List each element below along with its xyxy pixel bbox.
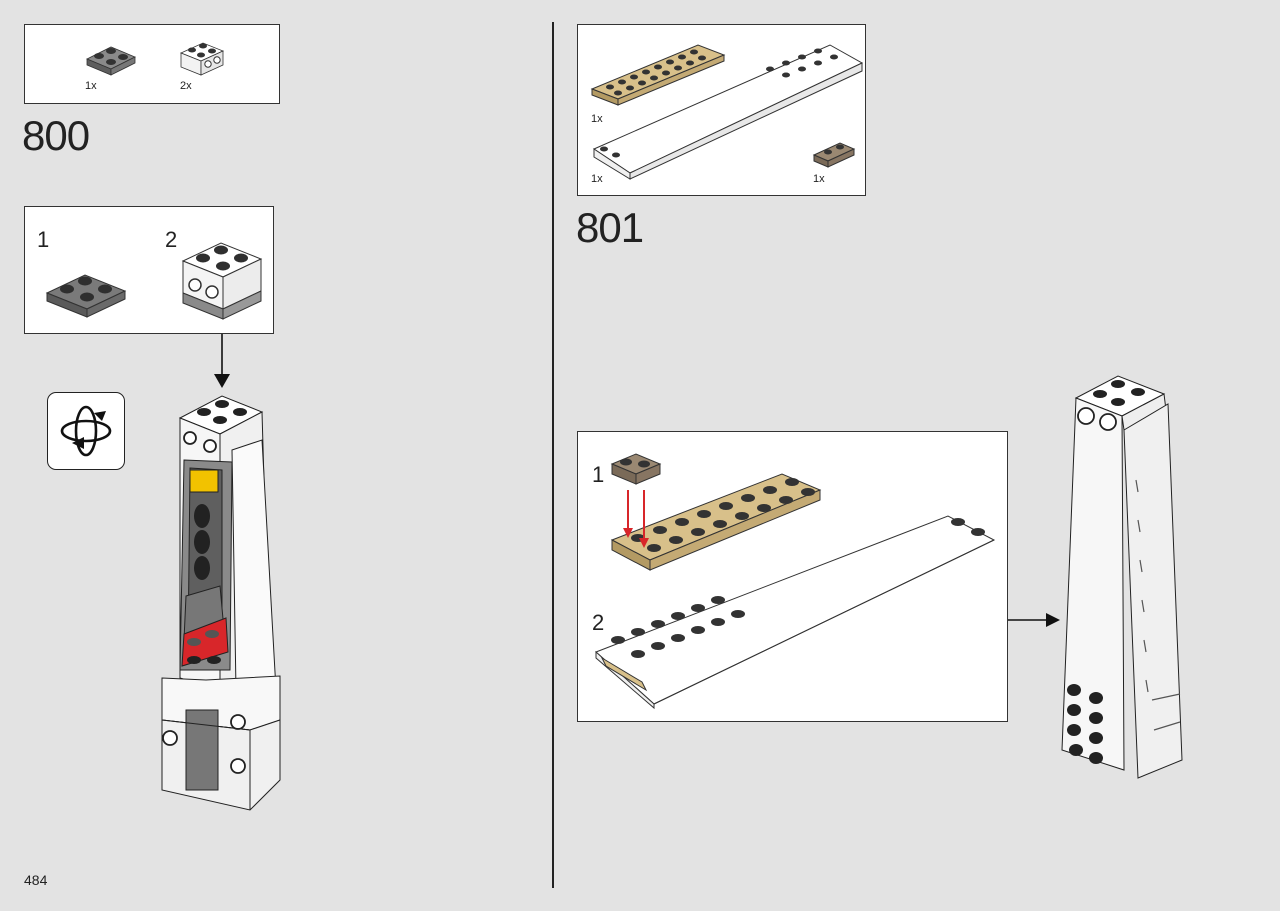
parts-qty-label: 1x [85, 80, 97, 92]
model-assembly-800 [161, 395, 281, 811]
white-wedge-assembly-icon [595, 515, 996, 710]
substep-label: 1 [592, 462, 605, 487]
dark-tan-1x2-plate-icon [812, 142, 856, 168]
rotate-model-icon [47, 392, 125, 470]
white-wedge-slope-icon [592, 44, 864, 180]
page-number: 484 [24, 872, 48, 888]
white-brick-side-studs-icon [179, 42, 225, 76]
step-number: 800 [22, 112, 90, 159]
dark-grey-2x2-plate-icon [86, 46, 136, 76]
subassembly-callout-800: 1 2 [24, 206, 274, 334]
dark-grey-2x2-plate-icon [45, 274, 127, 318]
parts-qty-label: 1x [813, 173, 825, 185]
parts-qty-label: 1x [591, 173, 603, 185]
parts-qty-label: 1x [591, 113, 603, 125]
substep-label: 2 [165, 227, 178, 252]
substep-label: 1 [37, 227, 50, 252]
parts-qty-label: 2x [180, 80, 192, 92]
parts-list-box-800: 1x 2x [24, 24, 280, 104]
model-assembly-801 [1061, 375, 1183, 779]
page-divider [552, 22, 554, 888]
white-brick-on-grey-plate-icon [181, 242, 263, 320]
down-arrow-icon [214, 334, 230, 388]
step-number: 801 [576, 204, 644, 251]
tan-2x8-plate-icon [590, 44, 726, 106]
subassembly-callout-801: 1 2 [577, 431, 1008, 722]
parts-list-box-801: 1x 1x 1x [577, 24, 866, 196]
right-arrow-icon [1008, 613, 1060, 627]
substep-label: 2 [592, 610, 605, 635]
tan-plate-with-dark-tan-plate-icon [610, 453, 822, 571]
